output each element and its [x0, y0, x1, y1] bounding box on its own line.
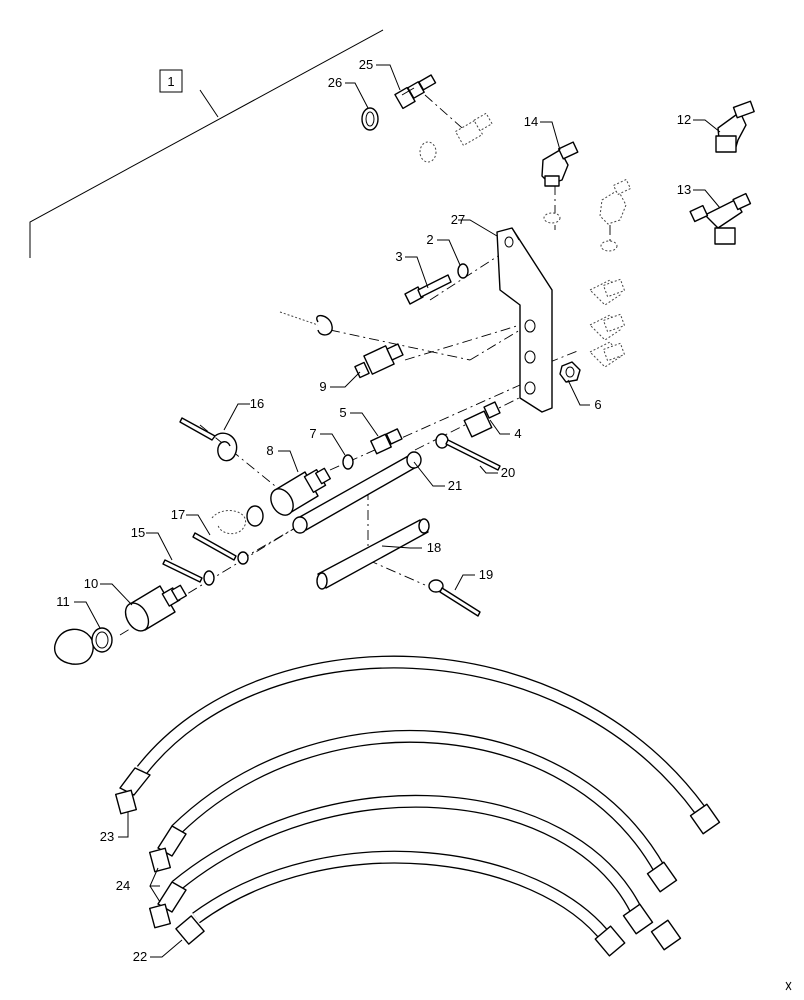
dust-cap-11: [53, 627, 113, 665]
label-16: 16: [250, 396, 264, 411]
label-15: 15: [131, 525, 145, 540]
coupler-4: [463, 401, 501, 438]
o-ring-7: [342, 454, 354, 470]
label-18: 18: [427, 540, 441, 555]
o-ring-26: [361, 107, 379, 131]
label-7: 7: [309, 426, 316, 441]
ghost-clip: [279, 311, 333, 336]
cable-tie-16: [179, 417, 238, 462]
label-26: 26: [328, 75, 342, 90]
label-27: 27: [451, 212, 465, 227]
label-25: 25: [359, 57, 373, 72]
cable-tie-20: [435, 433, 501, 471]
tube-21: [292, 451, 422, 534]
label-5: 5: [339, 405, 346, 420]
washer-2: [457, 263, 469, 279]
label-6: 6: [594, 397, 601, 412]
label-20: 20: [501, 465, 515, 480]
adapter-5: [370, 428, 403, 455]
tee-13: [689, 192, 752, 245]
corner-mark: [785, 981, 792, 991]
label-19: 19: [479, 567, 493, 582]
quick-coupler-8: [270, 467, 332, 516]
ghost-adapter-top: [419, 112, 493, 163]
hose-23: [114, 655, 721, 835]
label-4: 4: [514, 426, 521, 441]
item-1-box: 1: [159, 69, 183, 93]
elbow-12: [715, 100, 755, 153]
assembly-bracket-line: [29, 29, 384, 258]
centerlines: [119, 94, 611, 636]
ghost-clip-17: [211, 505, 264, 535]
coupler-9: [354, 343, 404, 379]
sleeve-18: [316, 518, 430, 590]
label-10: 10: [84, 576, 98, 591]
label-17: 17: [171, 507, 185, 522]
label-23: 23: [100, 829, 114, 844]
adapter-25: [394, 74, 437, 110]
label-21: 21: [448, 478, 462, 493]
label-11: 11: [56, 594, 70, 609]
callout-labels: 25 26 14 12 13 27 2 3 6 9 16 5 7 4 8 21 …: [56, 57, 691, 964]
bolt-3: [404, 274, 452, 305]
label-9: 9: [319, 379, 326, 394]
cable-tie-19: [428, 579, 481, 617]
cable-tie-17: [192, 532, 249, 565]
hose-22: [175, 850, 626, 957]
ghost-elbow: [599, 178, 632, 252]
label-1: 1: [167, 74, 174, 89]
label-24: 24: [116, 878, 130, 893]
nut-6: [559, 361, 581, 383]
label-13: 13: [677, 182, 691, 197]
hose-24a: [148, 729, 678, 893]
quick-coupler-10: [124, 584, 188, 632]
elbow-14: [541, 141, 579, 224]
label-22: 22: [133, 949, 147, 964]
label-8: 8: [266, 443, 273, 458]
label-2: 2: [426, 232, 433, 247]
ghost-plate-elbows: [589, 278, 626, 368]
leader-lines: [74, 64, 721, 958]
hose-24b: [148, 794, 682, 951]
label-12: 12: [677, 112, 691, 127]
mounting-plate-27: [496, 227, 553, 413]
label-14: 14: [524, 114, 538, 129]
cable-tie-15: [162, 559, 215, 586]
label-3: 3: [395, 249, 402, 264]
